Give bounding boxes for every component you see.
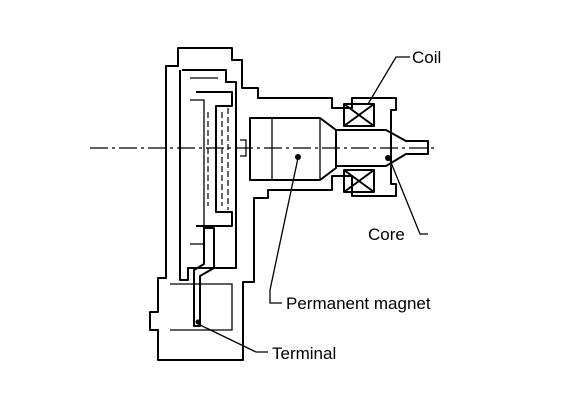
coil-label: Coil	[412, 48, 441, 67]
terminal-label: Terminal	[272, 344, 336, 363]
diaphragm-assembly	[196, 91, 247, 227]
terminal-shape	[170, 227, 233, 331]
core-shape	[336, 129, 429, 167]
leader-lines	[197, 56, 428, 353]
core-label: Core	[368, 225, 405, 244]
permanent-magnet-label: Permanent magnet	[286, 294, 431, 313]
sensor-housing	[149, 47, 397, 361]
coil-windings	[343, 103, 375, 193]
permanent-magnet-shape	[249, 117, 337, 181]
